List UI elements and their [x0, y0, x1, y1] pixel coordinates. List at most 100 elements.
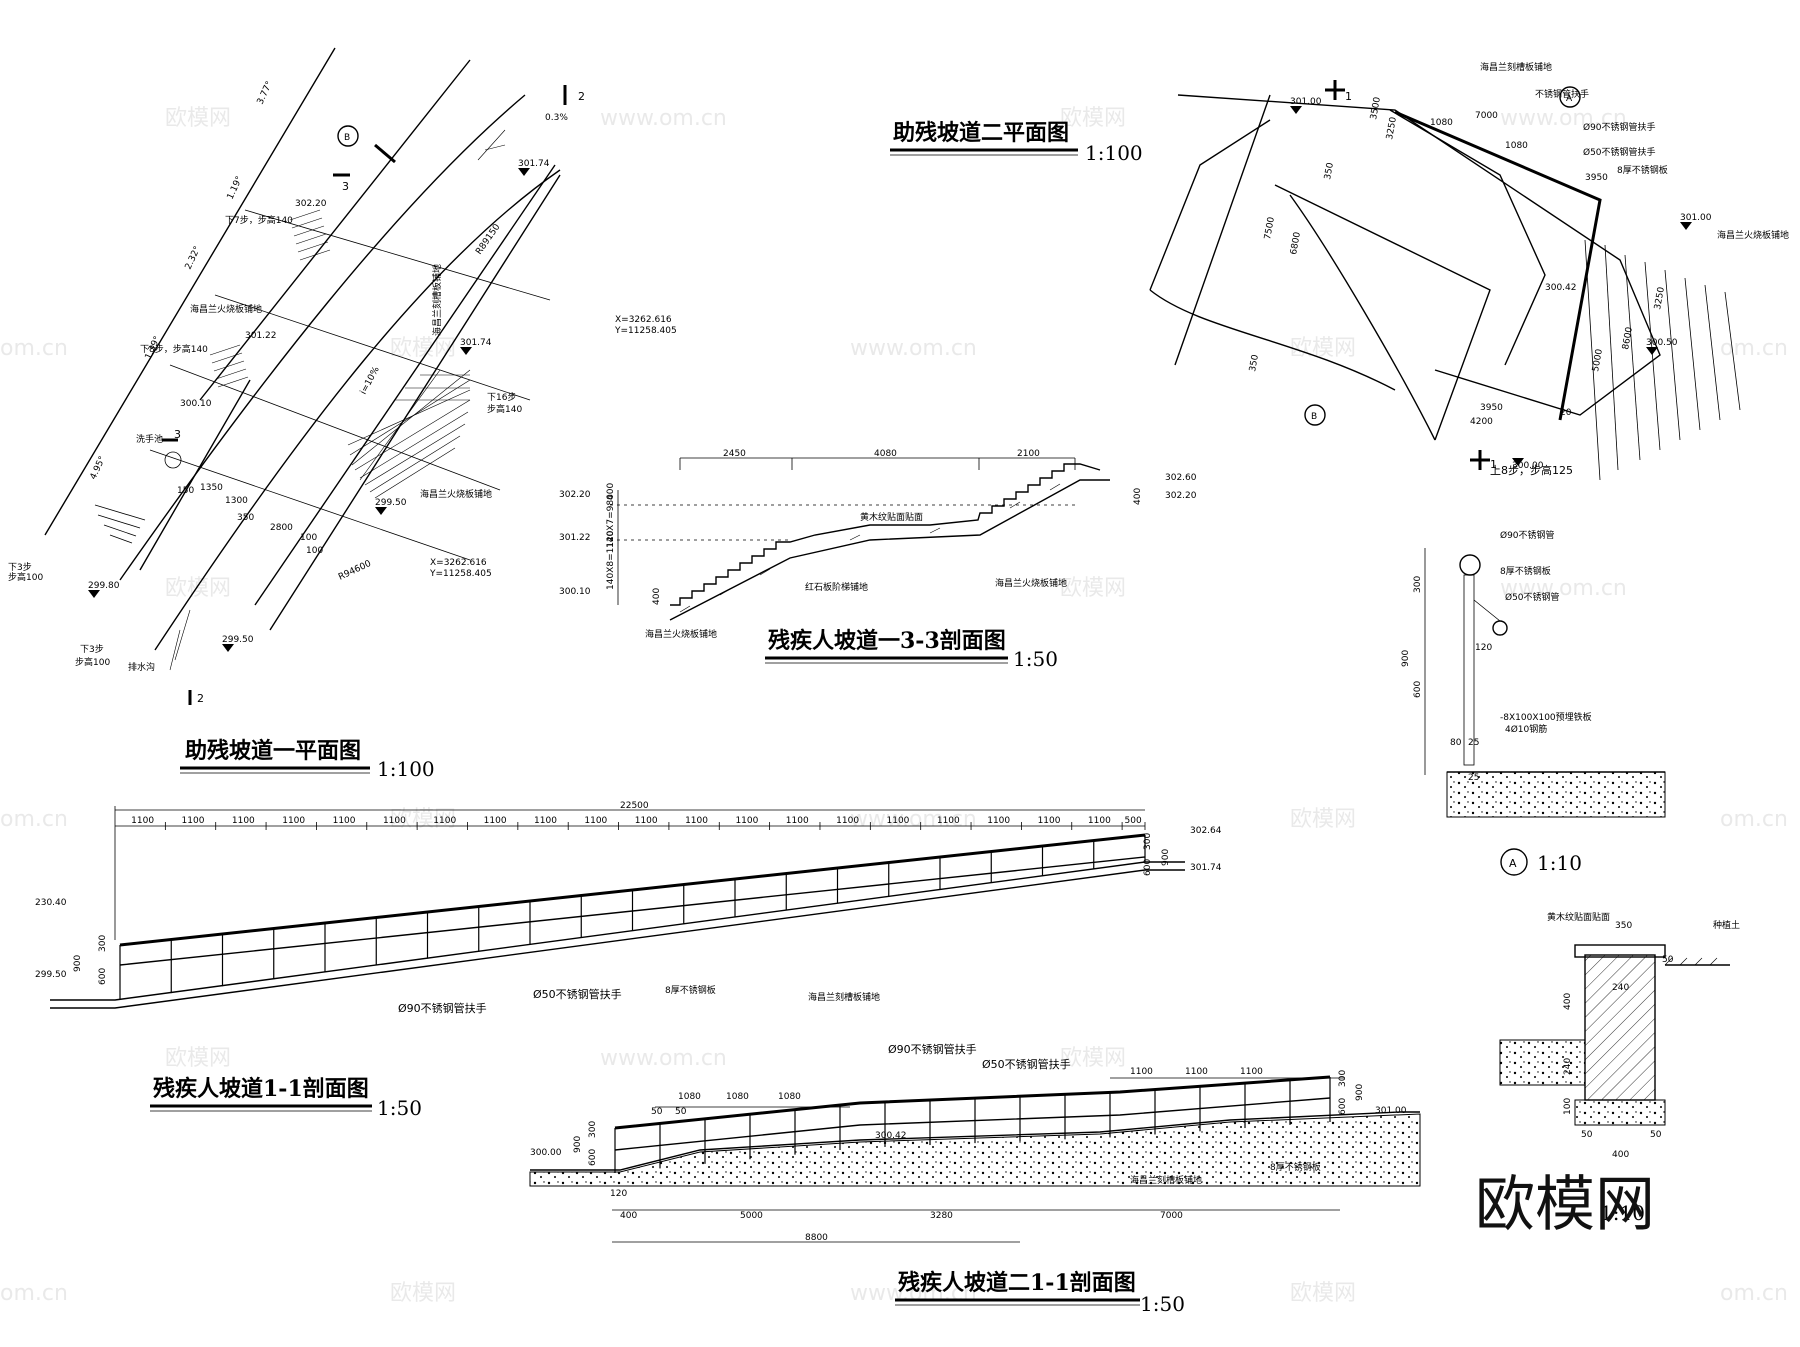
plan1-title: 助残坡道一平面图 — [185, 738, 361, 764]
dim-label: 1080 — [726, 1092, 749, 1102]
dim-label: 3280 — [930, 1211, 953, 1221]
dim-label: 5000 — [740, 1211, 763, 1221]
part-label: -8X100X100预埋铁板 — [1500, 711, 1592, 723]
elev-label: 230.40 — [35, 898, 67, 908]
leader-label: Ø90不锈钢管扶手 — [398, 1001, 487, 1015]
dim-label: 400 — [620, 1211, 637, 1221]
segment-dim-label: 1100 — [131, 816, 154, 826]
detail-b-drawing: 黄木纹贴面贴面 种植土 350 240 400 240 100 50 50 40… — [1499, 911, 1740, 1160]
leader-label: Ø90不锈钢管扶手 — [888, 1042, 977, 1056]
plate-label: 8厚不锈钢板 — [1617, 164, 1668, 176]
coord-label: X=3262.616 — [615, 315, 672, 325]
dim-label: 3250 — [1385, 116, 1399, 141]
watermark-text: 欧模网 — [1290, 807, 1356, 832]
elev-label: 299.50 — [222, 635, 254, 645]
elev-label: 300.42 — [1545, 283, 1577, 293]
dim-label: 1100 — [1130, 1067, 1153, 1077]
detail-a-marker — [1500, 848, 1528, 876]
dim-label: 20 — [1560, 408, 1572, 418]
watermark-text: 欧模网 — [1060, 1046, 1126, 1071]
dim-label: 5000 — [1591, 348, 1605, 373]
dim-label: 4200 — [1470, 417, 1493, 427]
dim-label: 1080 — [1430, 118, 1453, 128]
detail-a-scale: 1:10 — [1537, 851, 1582, 875]
cut-label-1: 1 — [1490, 458, 1497, 471]
plan2-scale: 1:100 — [1085, 141, 1143, 165]
dim-label: 50 — [675, 1107, 687, 1117]
watermark-url: www.om.cn — [600, 106, 727, 131]
detail-a-marker-label: A — [1509, 857, 1517, 870]
dim-label: 300 — [98, 935, 108, 952]
elev-label: 301.00 — [1375, 1106, 1407, 1116]
dim-label: 1350 — [200, 483, 223, 493]
section-3-3-drawing: 2450 4080 2100 302.20 301.22 300.10 400 … — [559, 449, 1197, 640]
part-label: 种植土 — [1713, 919, 1740, 931]
slope-label: 0.3% — [545, 113, 568, 123]
dim-label: 1080 — [778, 1092, 801, 1102]
coord-label: Y=11258.405 — [429, 569, 492, 579]
dim-label: 600 — [1143, 859, 1153, 876]
detail-b-scale: 1:10 — [1600, 1201, 1645, 1225]
stair-hatch-16 — [347, 369, 471, 499]
watermark-text: 欧模网 — [390, 336, 456, 361]
segment-dim-label: 1100 — [987, 816, 1010, 826]
watermark-url: www.om.cn — [850, 1281, 977, 1306]
material-label: 海昌兰火烧板铺地 — [420, 488, 492, 500]
part-label: 8厚不锈钢板 — [1500, 565, 1551, 577]
dim-label: 100 — [306, 546, 323, 556]
ramp2-section-title: 残疾人坡道二1-1剖面图 — [898, 1270, 1136, 1296]
segment-dim-label: 1100 — [584, 816, 607, 826]
handrail-label: Ø50不锈钢管扶手 — [1583, 146, 1656, 158]
dim-label: 900 — [1401, 650, 1411, 667]
dim-label: 100 — [300, 533, 317, 543]
watermark-text: 欧模网 — [1060, 576, 1126, 601]
part-label: Ø50不锈钢管 — [1505, 591, 1560, 603]
step-note: 下3步 — [80, 644, 104, 655]
step-note: 步高100 — [75, 656, 110, 668]
cut-label-2: 2 — [197, 692, 204, 705]
part-label: Ø90不锈钢管 — [1500, 529, 1555, 541]
segment-dim-label: 1100 — [433, 816, 456, 826]
elev-label: 300.00 — [530, 1148, 562, 1158]
leader-label: 海昌兰刻槽板铺地 — [1130, 1174, 1202, 1186]
step-note: 下7步，步高140 — [225, 214, 293, 226]
part-label: 4Ø10钢筋 — [1505, 723, 1547, 735]
segment-dim-label: 1100 — [534, 816, 557, 826]
segment-dim-label: 1100 — [635, 816, 658, 826]
dim-label: 600 — [588, 1149, 598, 1166]
material-label: 红石板阶梯铺地 — [805, 581, 868, 593]
dim-label: 50 — [1662, 955, 1674, 965]
watermark-layer: 欧模网 www.om.cn 欧模网 www.om.cn om.cn 欧模网 ww… — [0, 106, 1788, 1306]
step-note: 下16步 — [487, 392, 516, 403]
dim-label: 120 — [1475, 643, 1492, 653]
dim-label: 400 — [1612, 1150, 1629, 1160]
cut-label-2: 2 — [578, 90, 585, 103]
elev-label: 302.60 — [1165, 473, 1197, 483]
leader-label: 8厚不锈钢板 — [1270, 1161, 1321, 1173]
dim-label: 4080 — [874, 449, 897, 459]
baluster-row — [119, 835, 1146, 1000]
elev-label: 301.74 — [460, 338, 492, 348]
segment-dim-label: 1100 — [685, 816, 708, 826]
segment-dim-label: 1100 — [1038, 816, 1061, 826]
dim-label: 300 — [1413, 576, 1423, 593]
step-note: 上8步，步高125 — [1490, 463, 1573, 477]
dim-label: 400 — [1563, 993, 1573, 1010]
ramp2-section-drawing: 1080 1080 1080 1100 1100 1100 300.00 300… — [529, 1042, 1421, 1243]
watermark-text: 欧模网 — [1060, 106, 1126, 131]
marker-a-label: A — [1566, 94, 1573, 104]
segment-dim-label: 1100 — [182, 816, 205, 826]
dim-label: 240 — [1612, 983, 1629, 993]
section-3-3-scale: 1:50 — [1013, 647, 1058, 671]
watermark-text: 欧模网 — [165, 1046, 231, 1071]
material-label: 海昌兰火烧板铺地 — [995, 577, 1067, 589]
elev-label: 299.80 — [88, 581, 120, 591]
dim-label: 3250 — [1653, 286, 1667, 311]
dim-label: 400 — [606, 483, 616, 500]
dim-label: 600 — [1413, 681, 1423, 698]
watermark-url: om.cn — [1720, 1281, 1788, 1306]
elev-label: 299.50 — [35, 970, 67, 980]
segment-dim-label: 1100 — [232, 816, 255, 826]
dim-label: 2450 — [723, 449, 746, 459]
